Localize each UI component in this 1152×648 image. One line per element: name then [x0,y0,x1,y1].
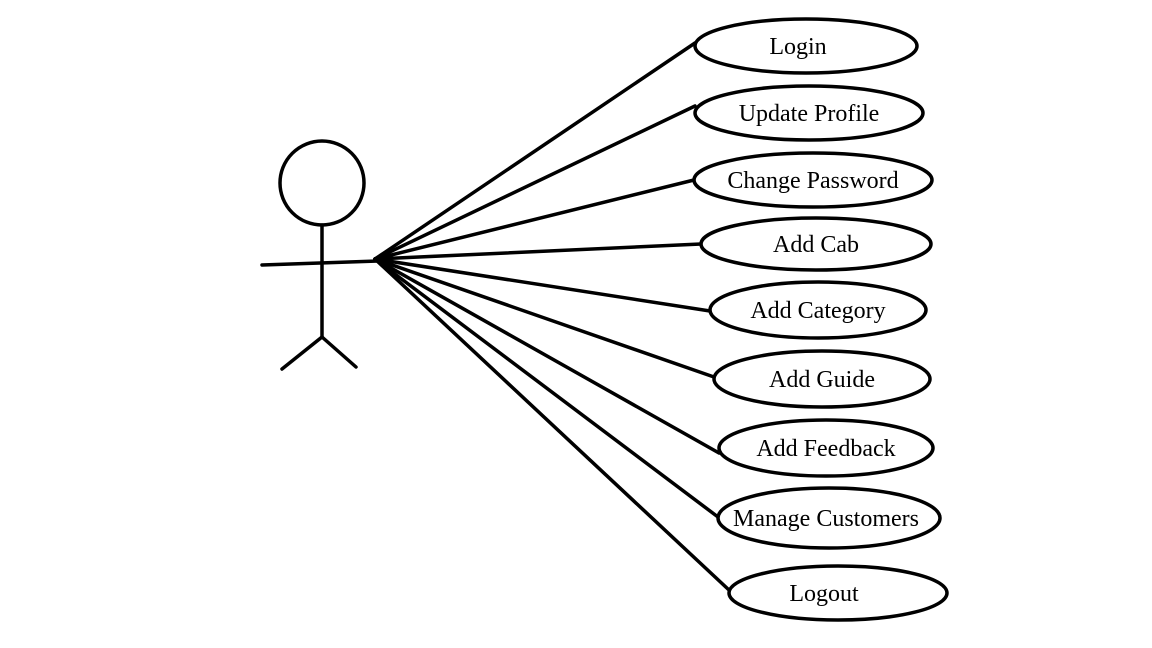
use-case-label: Login [769,34,826,60]
use-case: Add Cab [699,216,933,272]
use-case-label: Update Profile [739,101,880,127]
association-line [373,41,697,261]
use-case: Change Password [692,151,934,209]
use-case: Logout [727,564,949,622]
actor-stick-figure [260,139,380,371]
association-lines [373,41,731,592]
use-case-ellipse [693,84,925,142]
use-case-ellipse [699,216,933,272]
use-case-label: Change Password [727,168,898,194]
use-case-ellipse [716,486,942,550]
use-case-label: Add Feedback [756,436,895,462]
actor-left-leg [280,335,324,371]
use-case-label: Add Guide [769,367,875,393]
use-case: Add Guide [712,349,932,409]
association-line [373,257,731,592]
actor-right-leg [320,335,358,369]
use-case-ellipse [692,151,934,209]
use-case-label: Add Cab [773,232,859,258]
use-case-ellipse [712,349,932,409]
use-case-label: Add Category [750,298,885,324]
association-line [373,242,703,261]
use-case: Manage Customers [716,486,942,550]
association-line [373,104,697,261]
actor-arms [260,259,380,267]
association-line [373,257,712,313]
use-case: Update Profile [693,84,925,142]
use-case: Add Category [708,280,928,340]
use-case-label: Manage Customers [733,506,919,532]
use-case-ellipse [693,17,919,75]
use-case: Login [693,17,919,75]
association-line [373,257,716,379]
association-line [373,257,721,455]
use-case: Add Feedback [717,418,935,478]
use-case-ellipse [708,280,928,340]
actor-head [278,139,366,227]
association-line [373,178,696,261]
association-line [373,257,720,519]
use-case-ellipse [727,564,949,622]
use-case-label: Logout [789,581,859,607]
use-case-ellipse [717,418,935,478]
